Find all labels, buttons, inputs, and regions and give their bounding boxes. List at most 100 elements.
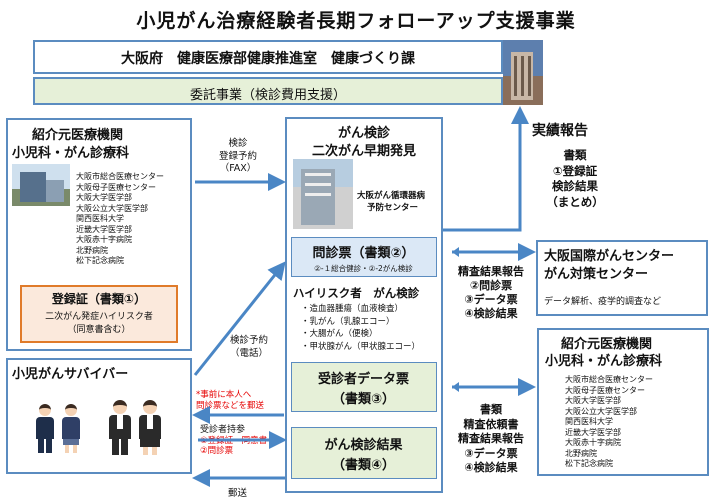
bring-3: ②問診票 bbox=[200, 446, 234, 456]
exam-item: ・大腸がん（便検） bbox=[301, 329, 378, 339]
bring-2: ①登録証・同意書 bbox=[200, 435, 268, 446]
hospital-item: 大阪市総合医療センター bbox=[565, 375, 653, 384]
mail-prior-label: *事前に本人へ 問診票などを郵送 bbox=[196, 390, 264, 412]
hospital-item: 大阪母子医療センター bbox=[565, 385, 645, 395]
mail-prior-1: *事前に本人へ bbox=[196, 390, 252, 400]
questionnaire-sub: ②-１総合健診・②-2がん検診 bbox=[314, 264, 413, 273]
hospital-report-item: 精査結果報告 bbox=[458, 432, 524, 445]
prefecture-building-photo bbox=[503, 40, 543, 105]
hospital-building-photo bbox=[12, 164, 70, 206]
hospital-item: 大阪市総合医療センター bbox=[76, 172, 164, 181]
fax-label-3: （FAX） bbox=[219, 163, 257, 174]
referral-institution-bottom: 紹介元医療機関 小児科・がん診療科 大阪市総合医療センター 大阪母子医療センター… bbox=[537, 328, 709, 476]
hospital-item: 大阪大学医学部 bbox=[76, 193, 132, 202]
hospital-item: 近畿大学医学部 bbox=[76, 224, 132, 234]
phone-label-2: （電話） bbox=[229, 347, 268, 359]
survivor-box: 小児がんサバイバー bbox=[6, 358, 192, 474]
person-icon bbox=[34, 404, 56, 454]
fax-label-2: 登録予約 bbox=[218, 150, 257, 162]
commission-box: 委託事業（検診費用支援） bbox=[33, 77, 503, 105]
survivor-heading: 小児がんサバイバー bbox=[12, 367, 129, 382]
ncc-report-item: 精査結果報告 bbox=[458, 265, 524, 278]
exam-item: ・乳がん（乳腺エコー） bbox=[301, 316, 395, 327]
questionnaire-title: 問診票（書類②） bbox=[312, 246, 415, 261]
hospital-item: 大阪赤十字病院 bbox=[565, 438, 621, 447]
hospital-item: 松下記念病院 bbox=[565, 459, 613, 468]
report-item: 検診結果 bbox=[552, 179, 598, 193]
hospital-item: 北野病院 bbox=[76, 245, 108, 255]
questionnaire-box: 問診票（書類②） ②-１総合健診・②-2がん検診 bbox=[291, 237, 437, 277]
report-item: ①登録証 bbox=[552, 163, 598, 178]
exam-list: ・造血器腫瘍（血液検査） ・乳がん（乳腺エコー） ・大腸がん（便検） ・甲状腺が… bbox=[301, 303, 420, 353]
ncc-report-item: ④検診結果 bbox=[464, 307, 518, 320]
referral-institution-top: 紹介元医療機関 小児科・がん診療科 大阪市総合医療センター 大阪母子医療センター… bbox=[6, 118, 192, 351]
mail-prior-2: 問診票などを郵送 bbox=[196, 401, 265, 411]
report-heading: 実績報告 bbox=[532, 123, 588, 139]
hospital-item: 大阪赤十字病院 bbox=[76, 235, 132, 244]
cancer-center-note: データ解析、疫学的調査など bbox=[544, 297, 662, 307]
cancer-center-box: 大阪国際がんセンター がん対策センター データ解析、疫学的調査など bbox=[536, 240, 708, 316]
datasheet-title: 受診者データ票 bbox=[317, 372, 409, 387]
report-items: 書類 ①登録証 検診結果 （まとめ） bbox=[535, 148, 615, 210]
osaka-header-text: 大阪府 健康医療部健康推進室 健康づくり課 bbox=[121, 51, 415, 67]
bring-label: 受診者持参 ①登録証・同意書 ②問診票 bbox=[200, 425, 267, 457]
hospital-item: 近畿大学医学部 bbox=[565, 427, 621, 437]
datasheet-sub: （書類③） bbox=[331, 392, 395, 407]
ncc-report-item: ③データ票 bbox=[464, 293, 518, 306]
screening-center-box: がん検診 二次がん早期発見 大阪がん循環器病 予防センター 問診票（書類②） ②… bbox=[285, 117, 443, 493]
hospital-item: 大阪母子医療センター bbox=[76, 182, 156, 192]
hospital-item: 大阪公立大学医学部 bbox=[76, 203, 148, 213]
cancer-center-heading2: がん対策センター bbox=[544, 267, 649, 282]
fax-label: 検診 登録予約 （FAX） bbox=[196, 138, 280, 176]
report-item: 書類 bbox=[563, 148, 587, 162]
screening-center-photo bbox=[293, 159, 353, 229]
hospital-item: 大阪公立大学医学部 bbox=[565, 406, 637, 416]
results-title: がん検診結果 bbox=[324, 438, 403, 453]
mail-label: 郵送 bbox=[228, 488, 248, 499]
results-sub: （書類④） bbox=[331, 458, 395, 473]
results-box: がん検診結果 （書類④） bbox=[291, 427, 437, 479]
highrisk-title: ハイリスク者 がん検診 bbox=[293, 286, 420, 300]
hospital-report-item: ④検診結果 bbox=[464, 461, 518, 474]
screening-center-name-2: 予防センター bbox=[367, 203, 419, 213]
registration-cert-line2: （同意書含む） bbox=[67, 325, 131, 335]
commission-text: 委託事業（検診費用支援） bbox=[189, 88, 346, 103]
report-arrow bbox=[443, 106, 529, 232]
hospital-report-label: 書類 精査依頼書 精査結果報告 ③データ票 ④検診結果 bbox=[446, 403, 536, 476]
phone-label: 検診予約 （電話） bbox=[214, 335, 284, 360]
hospital-report-item: 書類 bbox=[480, 403, 502, 416]
osaka-prefecture-box: 大阪府 健康医療部健康推進室 健康づくり課 bbox=[33, 40, 503, 74]
ncc-report-item: ②問診票 bbox=[469, 279, 513, 292]
cancer-center-heading1: 大阪国際がんセンター bbox=[544, 249, 675, 264]
registration-cert-title: 登録証（書類①） bbox=[51, 292, 147, 306]
person-icon bbox=[108, 400, 132, 456]
referral-top-hospital-list: 大阪市総合医療センター 大阪母子医療センター 大阪大学医学部 大阪公立大学医学部… bbox=[76, 172, 164, 267]
hospital-item: 北野病院 bbox=[565, 448, 597, 458]
hospital-item: 関西医科大学 bbox=[565, 417, 613, 426]
screening-heading2: 二次がん早期発見 bbox=[311, 144, 416, 159]
referral-bottom-hospital-list: 大阪市総合医療センター 大阪母子医療センター 大阪大学医学部 大阪公立大学医学部… bbox=[565, 375, 653, 470]
exam-item: ・甲状腺がん（甲状腺エコー） bbox=[301, 341, 421, 352]
hospital-report-item: 精査依頼書 bbox=[463, 417, 519, 431]
screening-heading1: がん検診 bbox=[337, 126, 390, 141]
registration-cert-box: 登録証（書類①） 二次がん発症ハイリスク者 （同意書含む） bbox=[20, 285, 178, 343]
person-icon bbox=[138, 400, 162, 456]
hospital-item: 松下記念病院 bbox=[76, 256, 124, 265]
exam-item: ・造血器腫瘍（血液検査） bbox=[301, 304, 404, 314]
referral-top-heading2: 小児科・がん診療科 bbox=[12, 146, 130, 161]
hospital-report-item: ③データ票 bbox=[464, 446, 518, 460]
fax-label-1: 検診 bbox=[228, 138, 248, 149]
report-item: （まとめ） bbox=[546, 194, 604, 209]
ncc-report-label: 精査結果報告 ②問診票 ③データ票 ④検診結果 bbox=[448, 265, 534, 321]
registration-cert-line1: 二次がん発症ハイリスク者 bbox=[45, 312, 153, 322]
referral-top-heading1: 紹介元医療機関 bbox=[32, 128, 124, 143]
screening-center-name-1: 大阪がん循環器病 bbox=[357, 191, 426, 201]
page-title: 小児がん治療経験者長期フォローアップ支援事業 bbox=[136, 10, 576, 32]
bring-1: 受診者持参 bbox=[200, 425, 246, 435]
phone-label-1: 検診予約 bbox=[229, 335, 268, 346]
referral-bottom-heading2: 小児科・がん診療科 bbox=[545, 354, 663, 369]
datasheet-box: 受診者データ票 （書類③） bbox=[291, 362, 437, 412]
referral-bottom-heading1: 紹介元医療機関 bbox=[561, 337, 653, 352]
person-icon bbox=[60, 404, 82, 454]
hospital-item: 大阪大学医学部 bbox=[565, 396, 621, 405]
